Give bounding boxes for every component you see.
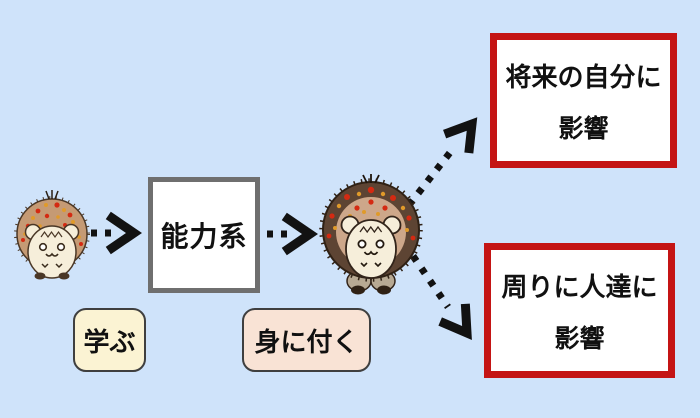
process-box-label: 能力系 — [160, 221, 248, 252]
dotted-arrow-1-right — [91, 211, 142, 255]
outcome-line-1: 将来の自分に — [505, 61, 662, 92]
caption-acquire: 身に付く — [242, 308, 371, 372]
spine-dots-orange — [23, 203, 81, 239]
dotted-arrow-3-up-right — [406, 117, 478, 208]
outcome-line-2: 影響 — [554, 324, 605, 353]
outcome-box-future-self: 将来の自分に 影響 — [490, 33, 677, 168]
hedgehog-large-illustration — [319, 174, 423, 295]
dotted-arrow-4-down-right — [410, 254, 472, 341]
caption-learn-label: 学ぶ — [83, 326, 136, 357]
dotted-arrow-2-right — [267, 212, 318, 256]
outcome-line-1: 周りに人達に — [501, 271, 658, 302]
process-box: 能力系 — [148, 177, 260, 293]
hedgehog-small-illustration — [14, 190, 90, 280]
caption-acquire-label: 身に付く — [254, 326, 359, 357]
outcome-line-2: 影響 — [558, 114, 609, 143]
caption-learn: 学ぶ — [73, 308, 146, 372]
outcome-box-surrounding-people: 周りに人達に 影響 — [484, 243, 675, 378]
